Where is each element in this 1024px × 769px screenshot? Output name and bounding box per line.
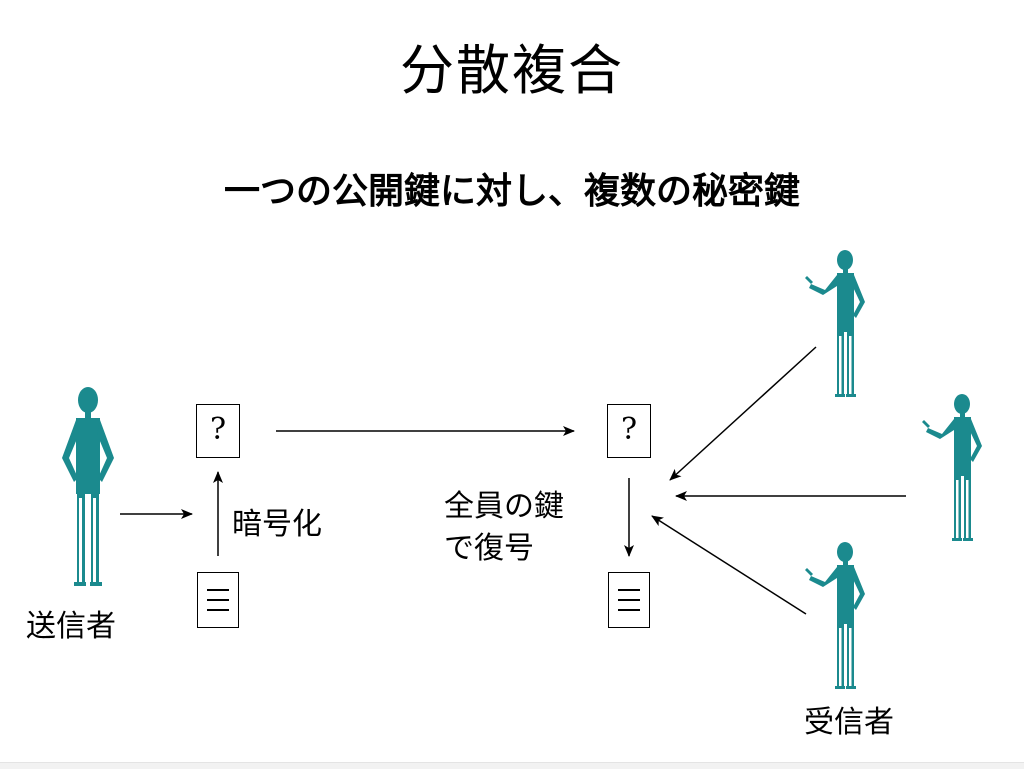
- arrow-key-top: [669, 346, 817, 481]
- decrypt-label: 全員の鍵 で復号: [444, 486, 564, 570]
- ciphertext-document-sender: ?: [196, 404, 240, 458]
- slide-title: 分散複合: [400, 39, 624, 102]
- receiver-figure-middle: [922, 394, 982, 541]
- arrow-key-bottom: [651, 515, 807, 615]
- sender-figure: [62, 387, 114, 586]
- plaintext-document-sender: [197, 572, 239, 628]
- sender-label: 送信者: [26, 609, 116, 644]
- plaintext-document-receiver: [608, 572, 650, 628]
- ciphertext-document-receiver: ?: [607, 404, 651, 458]
- receiver-figure-bottom: [805, 542, 865, 689]
- receiver-label: 受信者: [804, 705, 894, 740]
- slide-bottom-rule: [0, 762, 1024, 769]
- slide-subtitle: 一つの公開鍵に対し、複数の秘密鍵: [223, 171, 800, 212]
- encrypt-label: 暗号化: [232, 507, 322, 542]
- decrypt-label-line1: 全員の鍵: [444, 489, 564, 524]
- decrypt-label-line2: で復号: [444, 531, 534, 566]
- receiver-figure-top: [805, 250, 865, 397]
